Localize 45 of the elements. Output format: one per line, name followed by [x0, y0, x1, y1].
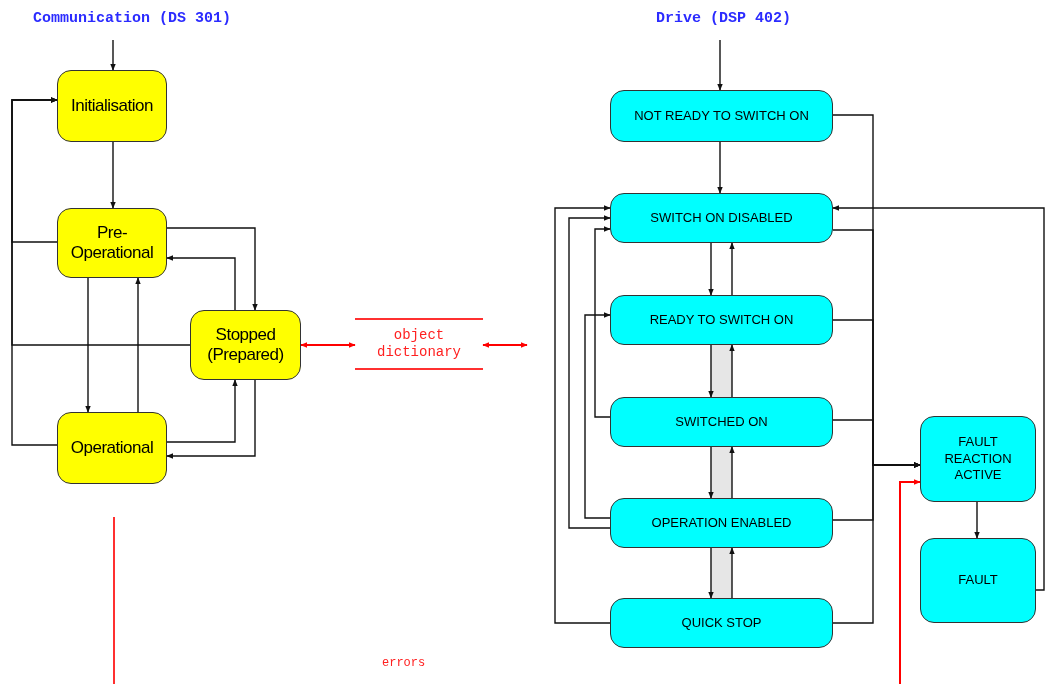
transition-arrow [717, 141, 723, 194]
transition-arrow [974, 501, 980, 539]
transition-arrow [899, 479, 921, 684]
transition-arrow [594, 226, 611, 418]
transition-arrow [135, 277, 141, 413]
transition-arrow [11, 97, 58, 446]
transition-arrow [729, 344, 735, 398]
transition-arrow [729, 446, 735, 499]
transition-arrow [708, 446, 714, 499]
state-box: FAULT REACTION ACTIVE [920, 416, 1036, 502]
transition-arrow [708, 242, 714, 296]
transition-arrow [166, 379, 256, 459]
state-box: Operational [57, 412, 167, 484]
transition-arrow [110, 141, 116, 209]
transition-arrow [166, 227, 258, 311]
object-dictionary-label: object dictionary [355, 318, 483, 370]
transition-arrow [300, 342, 356, 348]
transition-arrow [729, 242, 735, 296]
transition-arrow [85, 277, 91, 413]
transition-arrow [166, 255, 236, 311]
transition-arrow [708, 344, 714, 398]
state-box: FAULT [920, 538, 1036, 623]
state-box: Initialisation [57, 70, 167, 142]
transition-arrow [729, 547, 735, 599]
state-box: SWITCH ON DISABLED [610, 193, 833, 243]
transition-arrow [166, 379, 238, 443]
transition-arrow [482, 342, 528, 348]
section-heading: Communication (DS 301) [33, 10, 232, 27]
transition-arrow [110, 39, 116, 71]
state-box: Pre-Operational [57, 208, 167, 278]
signal-label: errors [382, 656, 426, 670]
state-box: READY TO SWITCH ON [610, 295, 833, 345]
transition-arrow [584, 312, 611, 519]
transition-arrow [832, 205, 1045, 591]
transition-arrow [717, 39, 723, 91]
state-box: SWITCHED ON [610, 397, 833, 447]
transition-arrow [554, 205, 611, 624]
state-box: NOT READY TO SWITCH ON [610, 90, 833, 142]
section-heading: Drive (DSP 402) [656, 10, 792, 27]
state-box: Stopped (Prepared) [190, 310, 301, 380]
transition-arrow [708, 547, 714, 599]
state-box: OPERATION ENABLED [610, 498, 833, 548]
transition-arrow [568, 215, 611, 529]
transition-arrow [832, 462, 921, 624]
state-box: QUICK STOP [610, 598, 833, 648]
